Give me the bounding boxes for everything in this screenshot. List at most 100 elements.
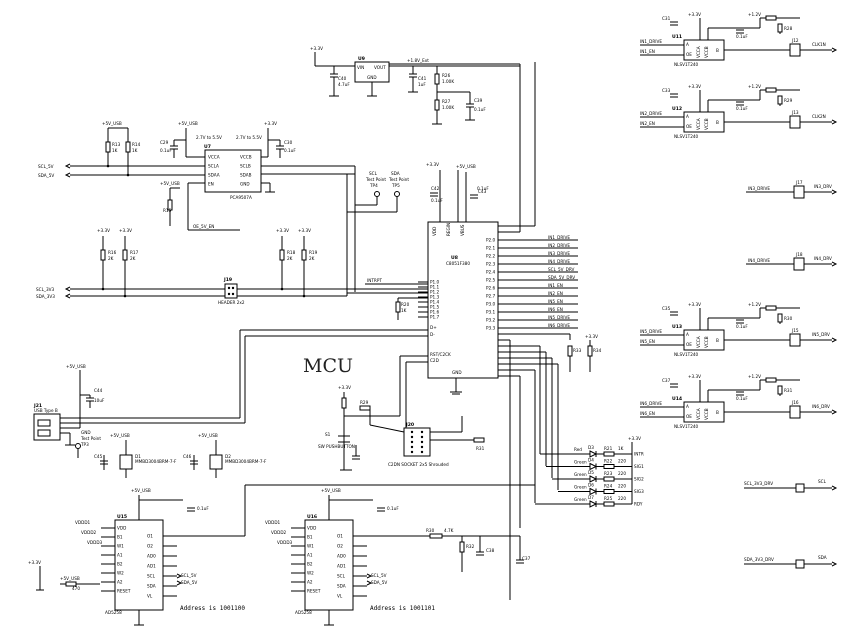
ls-pin-sclb: SCLB bbox=[240, 164, 251, 169]
mcu-pin-p1-7: P1.7 bbox=[430, 315, 440, 320]
regulator-in-rail: +3.3V bbox=[310, 46, 323, 51]
res-r32b: R32 bbox=[466, 544, 475, 549]
debug-header-pin bbox=[410, 450, 414, 454]
mcu-net-in1-en: IN1_EN bbox=[548, 283, 563, 288]
usb-block: J21 USB Type B +5V_USB C44 10uF GND Test… bbox=[33, 329, 428, 478]
buffer-res: R29 bbox=[784, 98, 793, 103]
mcu-pin-p1-6: P1.6 bbox=[430, 310, 440, 315]
mcu-pin-p1-4: P1.4 bbox=[430, 300, 440, 305]
net-interrupt-label: INTRPT bbox=[367, 278, 382, 283]
led-res-d5: R23 bbox=[604, 471, 613, 476]
mcu-port-pin: P3.1 bbox=[486, 310, 496, 315]
tp-scl-label: Test Point bbox=[365, 177, 386, 182]
buffer-in-u12: IN2_DRIVE bbox=[640, 111, 662, 116]
res-r15: R15 bbox=[163, 208, 172, 213]
usb-vbus-rail: +5V_USB bbox=[66, 364, 86, 369]
mcu-net-in5-en: IN5_EN bbox=[548, 299, 563, 304]
led-res-d6: R24 bbox=[604, 484, 613, 489]
adc-pin-reset: RESET bbox=[117, 589, 131, 594]
level-shifter-ref: U7 bbox=[204, 144, 211, 150]
debug-header-pin bbox=[420, 445, 424, 449]
adc-pin-w2: W2 bbox=[117, 571, 124, 576]
debug-header-pin bbox=[420, 440, 424, 444]
adc-pin-b1: B1 bbox=[307, 535, 313, 540]
adc-pin-w2: W2 bbox=[307, 571, 314, 576]
res-r16: R16 bbox=[108, 250, 117, 255]
header-j19-part: HEADER 2x2 bbox=[218, 300, 245, 305]
header-j19-ref: J19 bbox=[223, 277, 232, 283]
ls-pin-sdaa: SDAA bbox=[208, 173, 220, 178]
cap-c42-value: 0.1uF bbox=[431, 198, 443, 203]
adc-pin-ad0: AD0 bbox=[147, 554, 156, 559]
buffer-in-u14: IN6_DRIVE bbox=[640, 401, 662, 406]
adc-rail-vddd3: VDDD3 bbox=[87, 540, 103, 545]
buffer-pin-oe: OE bbox=[686, 414, 692, 419]
mcu-body bbox=[427, 221, 499, 379]
buffer-part-u11: NLSV1T240 bbox=[674, 62, 699, 67]
led-res-d4: R22 bbox=[604, 459, 613, 464]
adc-pin-a1: A1 bbox=[117, 553, 123, 558]
mcu-net-in6-drive: IN6_DRIVE bbox=[548, 323, 570, 328]
mcu-pin-p1-3: P1.3 bbox=[430, 295, 440, 300]
buffer-out-u13: IN5_DRV bbox=[812, 332, 830, 337]
adc-sda-net: SDA_5V bbox=[181, 580, 197, 585]
buffer-pin-vccb: VCCB bbox=[704, 46, 709, 58]
buffer-part-u12: NLSV1T240 bbox=[674, 134, 699, 139]
cap-c30-value: 0.1uF bbox=[284, 148, 296, 153]
debug-rail: +3.3V bbox=[338, 385, 351, 390]
led-ref-d6: D6 bbox=[588, 483, 594, 488]
adc-pin-sda: SDA bbox=[147, 584, 156, 589]
cap-c41-value: 1uF bbox=[418, 82, 426, 87]
esd-d1-rail: +5V_USB bbox=[110, 433, 130, 438]
buffer-cap-value: 0.1uF bbox=[736, 106, 748, 111]
mcu-ref: U8 bbox=[451, 255, 458, 261]
mcu-net-in2-drive: IN2_DRIVE bbox=[548, 243, 570, 248]
adc-ref-u15: U15 bbox=[117, 514, 127, 520]
led-net-d4: SIG1 bbox=[634, 464, 644, 469]
debug-header-pin bbox=[410, 440, 414, 444]
buffer-pin-b: B bbox=[716, 120, 719, 125]
buffer-res: R31 bbox=[784, 388, 793, 393]
i2c-output-block: SCL_3V3_DRV SCL SDA_3V3_DRV SDA bbox=[744, 479, 838, 569]
mcu-dm-pin: D- bbox=[430, 332, 435, 337]
buffer-en-u14: IN6_EN bbox=[640, 411, 655, 416]
esd-d2-ref: D2 bbox=[225, 454, 231, 459]
mcu-net-in4-drive: IN4_DRIVE bbox=[548, 259, 570, 264]
mcu-left-pins: P1.0P1.1P1.2P1.3P1.4P1.5P1.6P1.7 bbox=[418, 280, 440, 320]
pullup-33-rail-c: +3.3V bbox=[276, 228, 289, 233]
adc-pin-a1: A1 bbox=[307, 553, 313, 558]
buffer-res: R28 bbox=[784, 26, 793, 31]
mcu-c2d-pin: C2D bbox=[430, 358, 439, 363]
buffer-pin-b: B bbox=[716, 48, 719, 53]
led-color-d6: Green bbox=[574, 485, 587, 490]
mcu-dp-pin: D+ bbox=[430, 325, 437, 330]
drive-out-j18: IN4_DRV bbox=[814, 256, 832, 261]
led-rail: +3.3V bbox=[628, 436, 641, 441]
debug-header-pin bbox=[410, 430, 414, 434]
ls-pin-vcca: VCCA bbox=[208, 155, 220, 160]
adc-pin-b2: B2 bbox=[117, 562, 123, 567]
buffer-pin-b: B bbox=[716, 410, 719, 415]
buffer-pin-oe: OE bbox=[686, 342, 692, 347]
res-r30: R29 bbox=[360, 400, 369, 405]
res-r20-value: 1K bbox=[401, 308, 407, 313]
led-ref-d5: D5 bbox=[588, 470, 594, 475]
adc-address-u16: Address is 1001101 bbox=[370, 605, 435, 612]
cap-c46: C46 bbox=[183, 454, 192, 459]
adc-pin-a2: A2 bbox=[117, 580, 123, 585]
cap-c43: C43 bbox=[478, 189, 487, 194]
res-r17-value: 2K bbox=[130, 256, 136, 261]
regulator-out-rail: +1.8V_Ext bbox=[407, 58, 429, 63]
adc-vdd-rail: +5V_USB bbox=[131, 488, 151, 493]
sda-out-net: SDA bbox=[818, 555, 827, 560]
buffer-cap: C31 bbox=[662, 16, 671, 21]
pullup-33-rail-d: +3.3V bbox=[298, 228, 311, 233]
buffer-en-u12: IN2_EN bbox=[640, 121, 655, 126]
mcu-port-pin: P2.7 bbox=[486, 294, 496, 299]
adc-pin-b1: B1 bbox=[117, 535, 123, 540]
cap-c44-value: 10uF bbox=[94, 398, 105, 403]
